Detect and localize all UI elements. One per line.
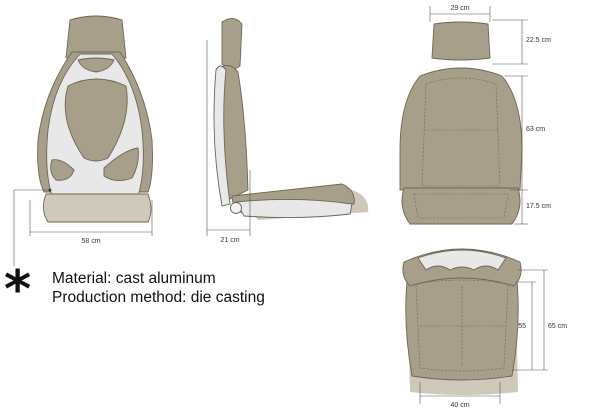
front-frame-opening-top xyxy=(77,57,115,73)
front-frame-opening-left xyxy=(50,159,75,181)
side-pivot-knob xyxy=(230,202,242,214)
top-width-label: 40 cm xyxy=(450,402,469,409)
top-frame xyxy=(417,249,507,271)
front-frame-opening-center xyxy=(64,78,128,162)
front-frame-opening-right xyxy=(103,147,139,181)
material-note: Material: cast aluminum xyxy=(52,270,216,287)
back-height-label: 63 cm xyxy=(526,126,545,133)
top-depth-inner-label: 55 xyxy=(518,323,526,330)
side-seat-frame xyxy=(235,198,353,219)
asterisk-icon: * xyxy=(4,260,32,320)
front-view: 58 cm xyxy=(13,15,153,266)
top-depth-outer-label: 65 cm xyxy=(548,323,567,330)
side-view: 21 cm xyxy=(206,18,369,244)
headrest-height-label: 22.5 cm xyxy=(526,37,551,44)
production-note: Production method: die casting xyxy=(52,289,265,306)
side-frame xyxy=(213,65,231,207)
side-depth-label: 21 cm xyxy=(220,237,239,244)
note-leader-line xyxy=(13,189,50,266)
side-headrest xyxy=(221,18,243,69)
front-width-label: 58 cm xyxy=(81,238,100,245)
back-headrest xyxy=(431,21,491,61)
headrest-width-label: 29 cm xyxy=(450,5,469,12)
top-view: 55 65 cm 40 cm xyxy=(402,248,567,409)
cushion-height-label: 17.5 cm xyxy=(526,203,551,210)
front-seat-cushion xyxy=(43,193,152,223)
back-view: 29 cm 22.5 cm 63 cm 17.5 cm xyxy=(399,5,551,225)
back-seat-cushion xyxy=(401,187,521,225)
back-backrest xyxy=(399,67,523,191)
